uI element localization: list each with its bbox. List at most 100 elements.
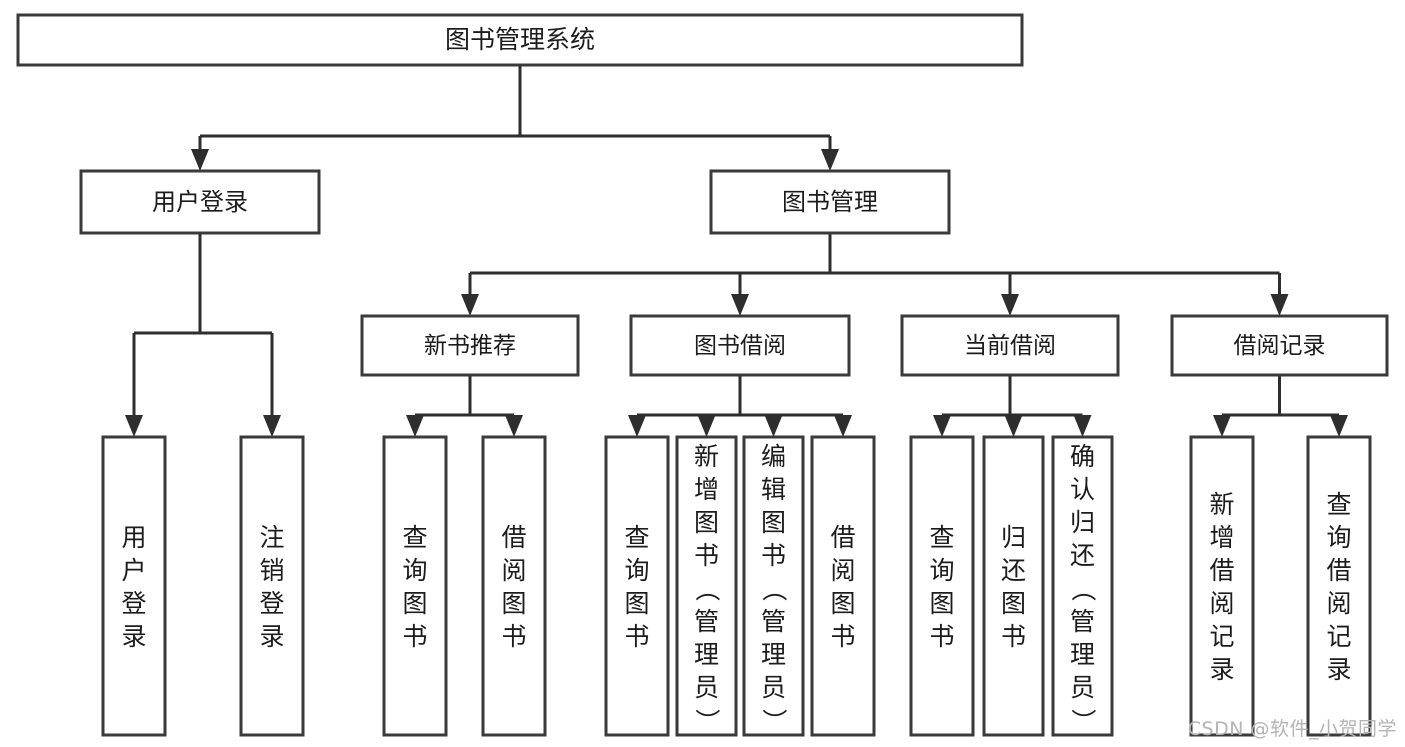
node-leaf-5-box[interactable] bbox=[675, 435, 738, 737]
node-leaf-0[interactable] bbox=[101, 435, 167, 737]
svg-text:图: 图 bbox=[694, 508, 719, 537]
svg-text:书: 书 bbox=[761, 541, 786, 570]
arrow-head-icon bbox=[1213, 415, 1231, 437]
node-leaf-0-label: 用户登录 bbox=[121, 523, 146, 651]
svg-text:询: 询 bbox=[624, 556, 649, 585]
node-level2-3-box[interactable] bbox=[1170, 314, 1389, 377]
node-leaf-11-box[interactable] bbox=[1189, 435, 1255, 737]
svg-text:书: 书 bbox=[929, 622, 954, 651]
node-level2-1[interactable] bbox=[629, 314, 851, 377]
node-level2-1-box[interactable] bbox=[629, 314, 851, 377]
node-leaf-2[interactable] bbox=[382, 435, 448, 737]
node-leaf-8-box[interactable] bbox=[909, 435, 975, 737]
svg-text:（: （ bbox=[693, 576, 722, 601]
svg-text:员: 员 bbox=[1070, 673, 1095, 702]
node-leaf-12[interactable] bbox=[1306, 435, 1372, 737]
node-level2-2[interactable] bbox=[900, 314, 1120, 377]
arrow-head-icon bbox=[125, 415, 143, 437]
svg-text:管: 管 bbox=[694, 607, 719, 636]
svg-text:录: 录 bbox=[1326, 655, 1351, 684]
svg-text:（: （ bbox=[1069, 576, 1098, 601]
svg-text:理: 理 bbox=[761, 640, 786, 669]
svg-text:借: 借 bbox=[501, 523, 526, 552]
node-root[interactable] bbox=[16, 13, 1024, 67]
svg-text:还: 还 bbox=[1070, 541, 1095, 570]
svg-text:销: 销 bbox=[259, 556, 284, 585]
node-leaf-1-box[interactable] bbox=[239, 435, 305, 737]
node-leaf-1[interactable] bbox=[239, 435, 305, 737]
arrow-head-icon bbox=[505, 415, 523, 437]
node-level2-0-box[interactable] bbox=[360, 314, 580, 377]
arrow-head-icon bbox=[263, 415, 281, 437]
svg-text:新: 新 bbox=[1209, 490, 1234, 519]
arrow-head-icon bbox=[697, 415, 716, 437]
node-leaf-3[interactable] bbox=[481, 435, 547, 737]
node-level1-0-box[interactable] bbox=[79, 169, 321, 235]
node-leaf-8[interactable] bbox=[909, 435, 975, 737]
svg-text:用: 用 bbox=[121, 523, 146, 552]
node-leaf-11[interactable] bbox=[1189, 435, 1255, 737]
node-level2-0[interactable] bbox=[360, 314, 580, 377]
node-root-box[interactable] bbox=[16, 13, 1024, 67]
node-level2-2-box[interactable] bbox=[900, 314, 1120, 377]
node-leaf-10-box[interactable] bbox=[1051, 435, 1114, 737]
svg-text:录: 录 bbox=[259, 622, 284, 651]
svg-text:编: 编 bbox=[761, 442, 786, 471]
svg-text:户: 户 bbox=[121, 556, 146, 585]
svg-text:）: ） bbox=[693, 708, 722, 733]
node-leaf-4-box[interactable] bbox=[604, 435, 670, 737]
svg-text:图: 图 bbox=[402, 589, 427, 618]
node-leaf-3-box[interactable] bbox=[481, 435, 547, 737]
svg-text:辑: 辑 bbox=[761, 475, 786, 504]
node-leaf-12-box[interactable] bbox=[1306, 435, 1372, 737]
svg-text:书: 书 bbox=[402, 622, 427, 651]
node-level2-3[interactable] bbox=[1170, 314, 1389, 377]
svg-text:借: 借 bbox=[1326, 556, 1351, 585]
svg-text:增: 增 bbox=[694, 475, 719, 504]
node-leaf-9[interactable] bbox=[982, 435, 1045, 737]
svg-text:查: 查 bbox=[929, 523, 954, 552]
svg-text:图: 图 bbox=[830, 589, 855, 618]
arrow-head-icon bbox=[1270, 294, 1289, 316]
arrow-head-icon bbox=[1073, 415, 1092, 437]
node-leaf-7[interactable] bbox=[810, 435, 876, 737]
node-leaf-6[interactable] bbox=[742, 435, 805, 737]
arrow-head-icon bbox=[406, 415, 424, 437]
arrow-head-icon bbox=[628, 415, 646, 437]
svg-text:询: 询 bbox=[929, 556, 954, 585]
arrow-head-icon bbox=[764, 415, 783, 437]
node-leaf-4[interactable] bbox=[604, 435, 670, 737]
svg-text:记: 记 bbox=[1326, 622, 1351, 651]
node-level2-3-label: 借阅记录 bbox=[1234, 333, 1326, 359]
svg-text:图: 图 bbox=[1001, 589, 1026, 618]
node-leaf-9-box[interactable] bbox=[982, 435, 1045, 737]
node-leaf-2-box[interactable] bbox=[382, 435, 448, 737]
node-level1-1-box[interactable] bbox=[709, 169, 951, 235]
svg-text:管: 管 bbox=[761, 607, 786, 636]
arrow-head-icon bbox=[933, 415, 951, 437]
node-leaf-7-box[interactable] bbox=[810, 435, 876, 737]
svg-text:还: 还 bbox=[1001, 556, 1026, 585]
node-level1-0[interactable] bbox=[79, 169, 321, 235]
node-level2-0-label: 新书推荐 bbox=[424, 333, 516, 359]
svg-text:查: 查 bbox=[1326, 490, 1351, 519]
node-leaf-6-box[interactable] bbox=[742, 435, 805, 737]
svg-text:归: 归 bbox=[1001, 523, 1026, 552]
node-level1-1-label: 图书管理 bbox=[782, 188, 878, 216]
svg-text:归: 归 bbox=[1070, 508, 1095, 537]
node-leaf-10[interactable] bbox=[1051, 435, 1114, 737]
node-level1-1[interactable] bbox=[709, 169, 951, 235]
node-leaf-0-box[interactable] bbox=[101, 435, 167, 737]
arrow-head-icon bbox=[1004, 415, 1023, 437]
svg-text:书: 书 bbox=[694, 541, 719, 570]
node-leaf-5[interactable] bbox=[675, 435, 738, 737]
svg-text:询: 询 bbox=[402, 556, 427, 585]
arrow-head-icon bbox=[834, 415, 852, 437]
